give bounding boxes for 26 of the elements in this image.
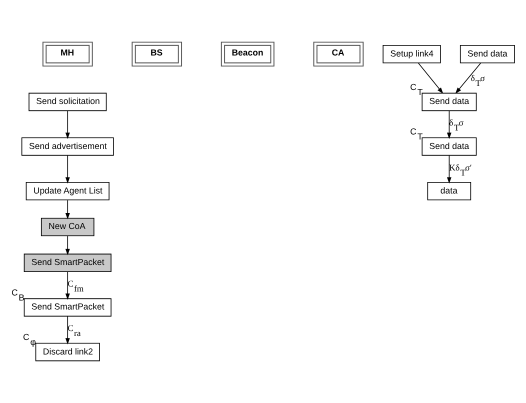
arrow bbox=[65, 155, 70, 184]
arrow bbox=[446, 110, 452, 139]
node-box: New CoA bbox=[40, 218, 94, 236]
node-box: BS bbox=[132, 42, 182, 67]
node-box: Send solicitation bbox=[28, 92, 107, 112]
node-box: CA bbox=[313, 42, 364, 67]
arrow bbox=[65, 236, 70, 256]
node-box: Send SmartPacket bbox=[24, 298, 112, 317]
arrow bbox=[65, 200, 70, 220]
node-box: Setup link4 bbox=[382, 44, 441, 64]
node-box: Send advertisement bbox=[21, 137, 114, 156]
arrow bbox=[65, 272, 70, 300]
node-box: data bbox=[427, 182, 472, 200]
node-box: Beacon bbox=[220, 42, 274, 67]
node-box: Send data bbox=[460, 44, 515, 64]
node-box: Send SmartPacket bbox=[24, 254, 112, 272]
node-box: Update Agent List bbox=[26, 182, 110, 200]
arrow bbox=[455, 62, 482, 94]
node-box: Send data bbox=[422, 92, 477, 112]
node-box: Discard link2 bbox=[35, 342, 100, 362]
arrow bbox=[418, 62, 444, 94]
arrow bbox=[446, 155, 452, 184]
node-box: MH bbox=[42, 42, 93, 67]
node-box: Send data bbox=[422, 137, 477, 156]
arrow bbox=[65, 110, 70, 139]
arrow bbox=[65, 316, 70, 344]
